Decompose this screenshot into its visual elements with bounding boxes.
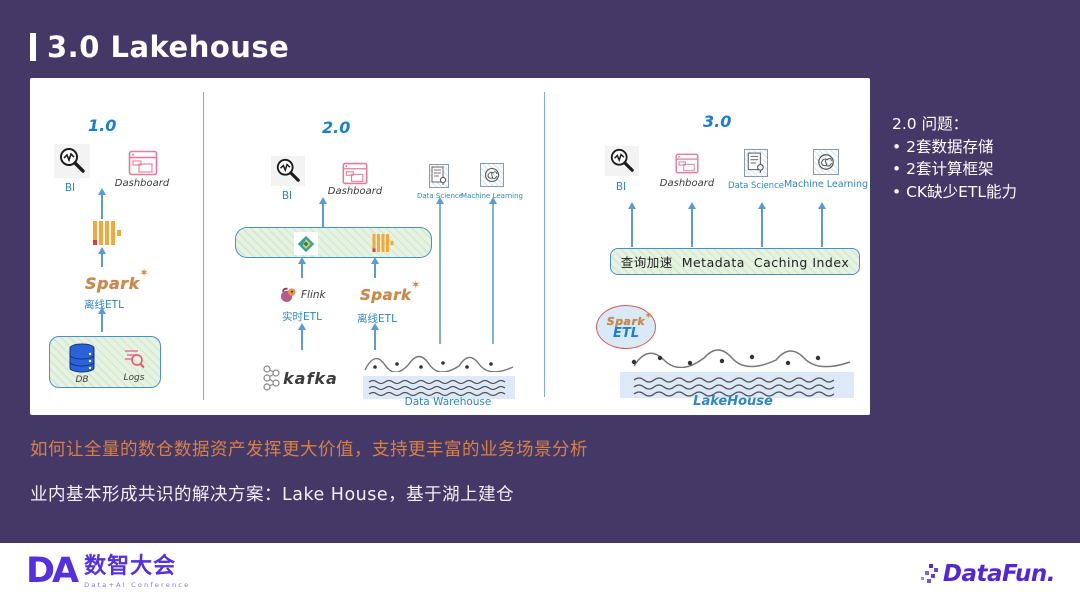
data-warehouse-illustration [363,346,515,399]
flink-squirrel-icon [280,287,296,303]
bi-label: BI [281,190,293,202]
dashboard-label: Dashboard [327,186,383,197]
data-science-icon [744,149,768,177]
da-logo-name: 数智大会 [84,554,177,579]
arrow-up [371,323,379,350]
problem-notes: 2.0 问题： 2套数据存储 2套计算框架 CK缺少ETL能力 [892,113,1077,203]
solution-note: 业内基本形成共识的解决方案：Lake House，基于湖上建仓 [30,485,515,505]
dashboard-label: Dashboard [659,178,715,189]
dashboard-icon [675,151,699,176]
problem-item: 2套计算框架 [892,158,1077,181]
problem-notes-title: 2.0 问题： [892,115,969,133]
diagram-panel: 1.0 BI Dashboard Spark✶ 离线ETL DB [30,78,870,415]
arrow-up [98,188,106,219]
spark-logo: Spark✶ [85,268,149,293]
lakehouse-label: LakeHouse [693,394,773,409]
datafun-logo: DataFun. [919,561,1056,587]
flink-etl-label: 实时ETL [282,311,322,323]
bi-icon [271,156,305,186]
clickhouse-bars-icon [370,231,396,255]
water-band [620,372,854,398]
arrow-up [298,323,306,350]
da-logo-acronym: DA [26,551,79,591]
version-label-1: 1.0 [88,116,117,135]
hills-icon [631,349,851,369]
arrow-up-long [436,197,443,344]
arrow-up [298,257,306,278]
data-science-label: Data Science [416,192,464,200]
flink-logo: Flink [280,286,326,303]
question-note: 如何让全量的数仓数据资产发挥更大价值，支持更丰富的业务场景分析 [30,440,588,460]
problem-item: CK缺少ETL能力 [892,181,1077,204]
spark-etl-label: 离线ETL [84,299,124,311]
page-title-text: 3.0 Lakehouse [47,30,290,64]
teal-diamond-icon [294,232,318,255]
lakehouse-illustration [620,338,854,398]
dashboard-label: Dashboard [114,178,170,189]
da-conference-logo: DA 数智大会 Data+AI Conference [26,551,191,591]
arrow-up [688,202,696,247]
section-divider-2 [544,92,545,397]
machine-learning-label: Machine Learning [783,179,869,190]
machine-learning-label: Machine Learning [461,192,523,200]
arrow-up [818,202,826,247]
spark-logo: Spark✶ [360,280,421,304]
logs-search-icon [125,350,145,369]
dashboard-icon [342,162,368,185]
kafka-nodes-icon [263,365,280,391]
acceleration-box-label: 查询加速 Metadata Caching Index [620,255,850,270]
da-logo-subtitle: Data+AI Conference [84,581,191,589]
spark-logo: Spark✶ [606,310,653,328]
page-title: 3.0 Lakehouse [30,30,289,64]
footer: DA 数智大会 Data+AI Conference DataFun. [0,543,1080,607]
arrow-up [319,197,327,227]
data-science-label: Data Science [728,181,784,191]
bi-label: BI [64,182,76,194]
problem-item: 2套数据存储 [892,136,1077,159]
clickhouse-bars-icon [90,218,124,248]
version-label-2: 2.0 [322,118,351,137]
spark-star-icon: ✶ [411,280,421,291]
bi-icon [54,144,90,178]
hills-icon [364,355,514,373]
datafun-pixels-icon [920,564,938,583]
data-warehouse-label: Data Warehouse [404,396,492,408]
acceleration-box: 查询加速 Metadata Caching Index [610,248,860,275]
db-label: DB [75,375,89,385]
spark-star-icon: ✶ [139,268,149,279]
title-accent-bar [30,33,36,61]
arrow-up [371,257,379,278]
data-science-icon [429,164,449,188]
olap-box [235,227,432,258]
spark-etl-label: 离线ETL [357,313,397,325]
spark-star-icon: ✶ [645,310,653,320]
arrow-up [628,202,636,247]
kafka-logo: kafka [261,364,338,392]
bi-label: BI [615,181,627,193]
etl-label: ETL [612,325,640,341]
machine-learning-icon [813,149,839,175]
arrow-up [758,202,766,247]
bi-icon [605,146,639,176]
arrow-up-long [489,197,496,344]
database-cylinder-icon [69,343,95,373]
section-divider-1 [203,92,204,400]
water-band [363,376,515,399]
logs-label: Logs [123,373,145,383]
spark-etl-ellipse: Spark✶ ETL [596,305,656,349]
dashboard-icon [128,150,158,176]
arrow-up [98,247,106,267]
machine-learning-icon [480,163,504,187]
arrow-up [98,307,106,332]
version-label-3: 3.0 [703,112,732,131]
sources-box: DB Logs [49,336,161,388]
